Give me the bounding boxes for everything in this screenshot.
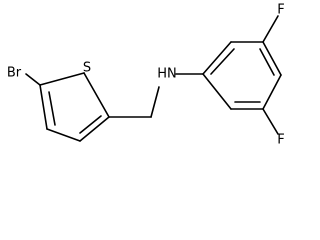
atom-nh-label: HN [157,67,177,82]
atom-s-label: S [83,61,91,76]
molecule-structure: Br S HN F F [7,3,285,148]
bond-ar3-ar4 [262,41,282,76]
atom-f-top-label: F [277,3,284,18]
bond-c2-c3-inner [79,115,102,134]
bond-c3-c4 [46,128,81,142]
bond-ar3-ar4-inner [259,48,275,76]
bond-s1-c2 [83,72,110,118]
bond-br-c5 [25,73,41,86]
bond-ar4-ar5 [262,74,282,110]
bond-ar5-f-bottom [262,108,279,135]
atom-f-bottom-label: F [277,133,284,148]
bond-ar6-ar1 [202,73,232,110]
bond-c2-c3 [79,116,110,142]
molecule-canvas: Br S HN F F [6,2,285,148]
bond-ar1-ar2-inner [210,48,235,75]
bond-c4-c5 [39,84,48,130]
bond-ch2-n [150,86,160,118]
bond-c5-s1 [39,72,85,86]
bond-ar3-f-top [262,15,279,43]
atom-br-label: Br [7,66,22,81]
bond-c4-c5-inner [48,91,56,126]
bond-ar1-ar2 [202,41,232,75]
